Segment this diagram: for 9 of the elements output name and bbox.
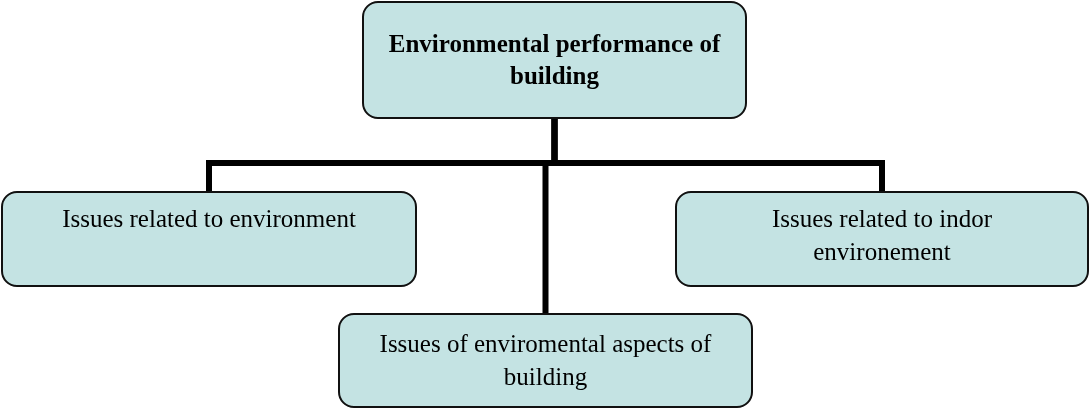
title-box xyxy=(362,1,747,119)
connector-line xyxy=(542,119,558,313)
title-text: Environmental performance of building xyxy=(387,28,722,91)
category-box xyxy=(338,313,753,408)
category-box xyxy=(1,191,417,287)
category-box xyxy=(675,191,1089,287)
category-label: Issues related to environment xyxy=(62,204,356,234)
category-label: Issues related to indor environement xyxy=(770,204,994,267)
category-label: Issues of enviromental aspects of building xyxy=(378,329,713,392)
